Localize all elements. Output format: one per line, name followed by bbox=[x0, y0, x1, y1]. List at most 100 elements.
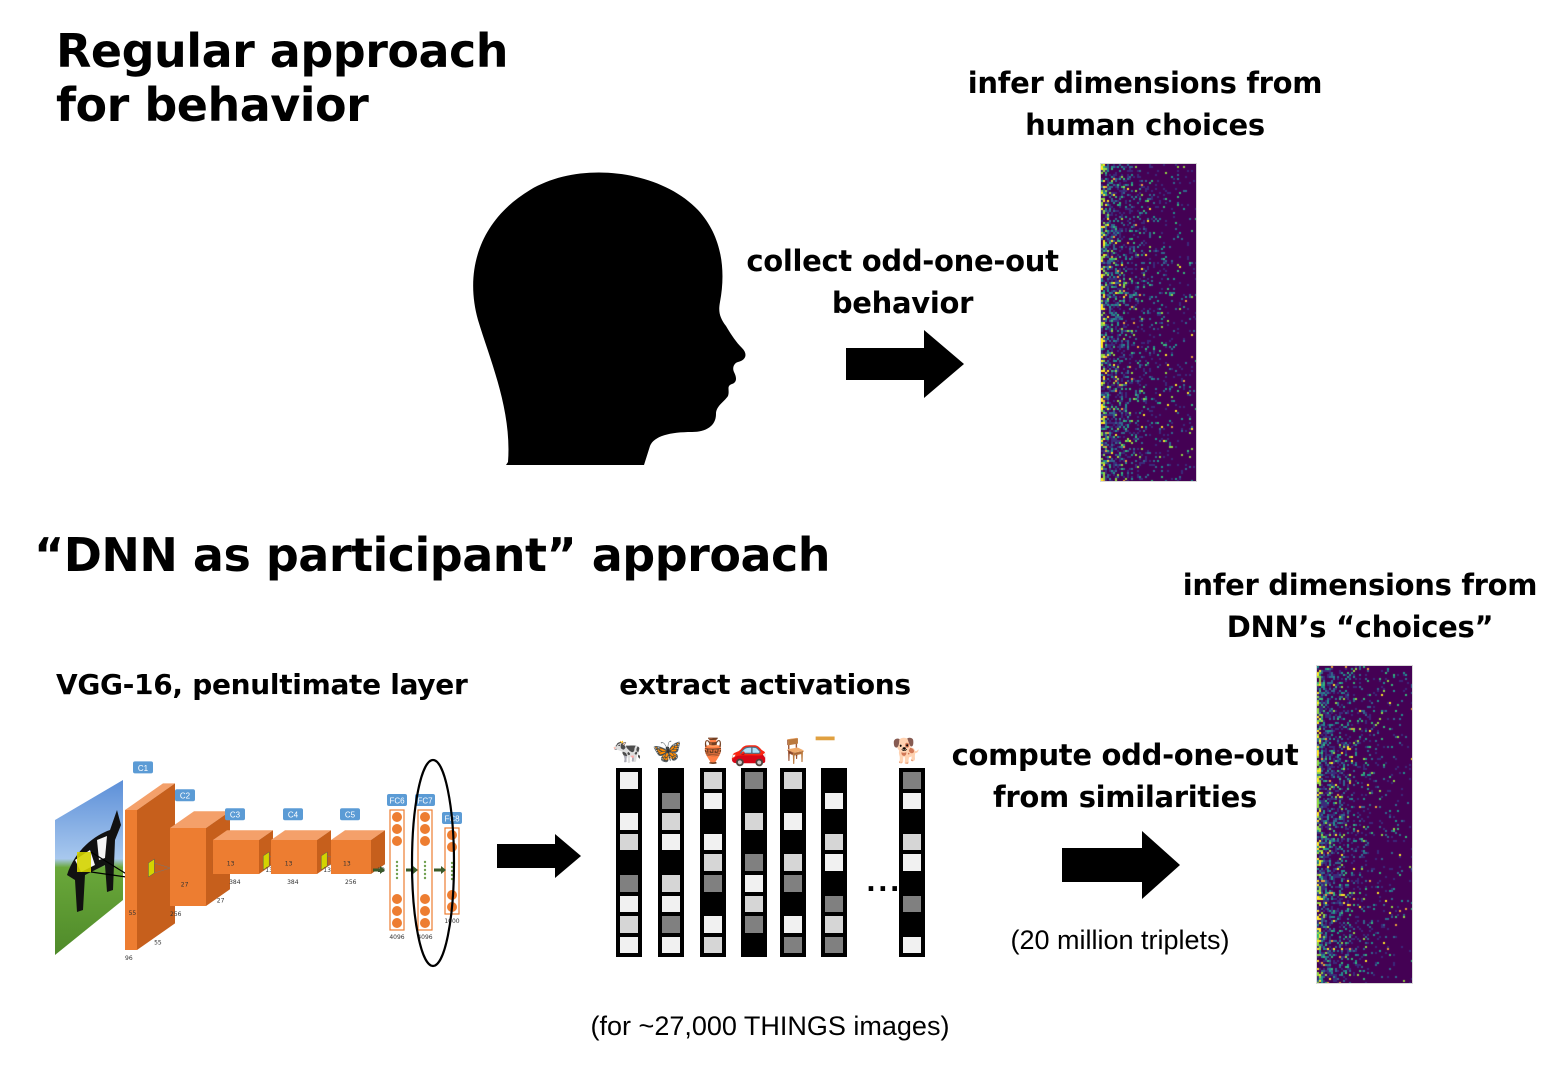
collect-label-line2: behavior bbox=[831, 286, 974, 320]
neuron-icon bbox=[420, 906, 430, 916]
activation-cell bbox=[702, 811, 724, 832]
arrow-right-icon bbox=[846, 330, 964, 398]
activation-cell bbox=[660, 873, 682, 894]
layer-badge bbox=[133, 761, 153, 774]
activation-cell bbox=[901, 831, 923, 853]
cow-icon: 🐄 bbox=[612, 737, 642, 765]
table-icon: ▔ bbox=[816, 737, 835, 765]
layer-dim-height: 13 bbox=[227, 861, 235, 868]
activation-columns bbox=[616, 768, 926, 960]
top-section-title: Regular approach for behavior bbox=[56, 24, 509, 132]
layer-badge bbox=[340, 808, 360, 821]
compute-odd-one-out-label: compute odd-one-out from similarities bbox=[945, 734, 1305, 818]
activation-cell bbox=[702, 831, 724, 853]
infer-human-line1: infer dimensions from bbox=[967, 66, 1323, 100]
activation-cell bbox=[782, 770, 804, 791]
neuron-icon bbox=[392, 824, 402, 834]
activation-column-table bbox=[821, 768, 847, 958]
activation-cell bbox=[823, 914, 845, 935]
layer-badge bbox=[387, 794, 407, 806]
activation-cell bbox=[743, 893, 765, 915]
layer-badge-label: FC7 bbox=[417, 797, 433, 806]
activation-column-cow bbox=[616, 768, 642, 958]
layer-dim-height: 13 bbox=[285, 861, 293, 868]
activation-cell bbox=[660, 831, 682, 853]
layer-units: 1000 bbox=[444, 918, 459, 925]
neuron-icon bbox=[420, 918, 430, 928]
activation-cell bbox=[618, 790, 640, 812]
activation-cell bbox=[660, 893, 682, 915]
activation-cell bbox=[901, 893, 923, 915]
neuron-icon bbox=[447, 830, 457, 840]
compute-label-line2: from similarities bbox=[993, 780, 1257, 814]
kernel-icon bbox=[148, 858, 155, 878]
activation-cell bbox=[660, 852, 682, 873]
butterfly-icon: 🦋 bbox=[652, 737, 682, 765]
activation-cell bbox=[901, 934, 923, 956]
activation-cell bbox=[782, 893, 804, 915]
activation-cell bbox=[782, 831, 804, 853]
activation-cell bbox=[702, 852, 724, 873]
activation-cell bbox=[618, 893, 640, 915]
activation-cell bbox=[660, 770, 682, 791]
infer-dnn-label: infer dimensions from DNN’s “choices” bbox=[1180, 564, 1540, 648]
activation-cell bbox=[901, 811, 923, 832]
activation-cell bbox=[823, 811, 845, 832]
human-dimensions-heatmap bbox=[1100, 163, 1197, 482]
activation-column-dog bbox=[899, 768, 925, 958]
bottom-section-title: “DNN as participant” approach bbox=[34, 528, 831, 582]
top-title-line2: for behavior bbox=[56, 78, 369, 132]
activation-cell bbox=[823, 934, 845, 956]
activation-cell bbox=[782, 914, 804, 935]
activation-cell bbox=[823, 770, 845, 791]
infer-dnn-line1: infer dimensions from bbox=[1182, 568, 1538, 602]
extract-activations-label: extract activations bbox=[619, 668, 911, 701]
activation-cell bbox=[618, 770, 640, 791]
layer-dim-depth: 384 bbox=[229, 879, 241, 886]
neuron-icon bbox=[392, 894, 402, 904]
activation-cell bbox=[743, 770, 765, 791]
activation-cell bbox=[702, 934, 724, 956]
neuron-icon bbox=[392, 918, 402, 928]
conv-layer-c5: C51313256 bbox=[331, 808, 385, 886]
activation-cell bbox=[743, 914, 765, 935]
infer-dnn-line2: DNN’s “choices” bbox=[1226, 610, 1494, 644]
layer-badge bbox=[175, 789, 195, 802]
layer-badge-label: C4 bbox=[288, 811, 299, 820]
layer-badge bbox=[283, 808, 303, 821]
layer-units: 4096 bbox=[389, 934, 404, 941]
arrow-right-icon bbox=[1062, 831, 1180, 899]
activation-cell bbox=[782, 852, 804, 873]
images-count-note: (for ~27,000 THINGS images) bbox=[590, 1011, 950, 1041]
flow-arrow-icon bbox=[373, 866, 385, 874]
activation-cell bbox=[618, 852, 640, 873]
layer-dim-depth: 256 bbox=[170, 911, 182, 918]
activation-cell bbox=[782, 811, 804, 832]
layer-dim-height: 13 bbox=[343, 861, 351, 868]
activation-cell bbox=[901, 914, 923, 935]
neuron-icon bbox=[420, 836, 430, 846]
activation-cell bbox=[702, 790, 724, 812]
triplets-note: (20 million triplets) bbox=[1010, 925, 1230, 955]
activation-cell bbox=[702, 893, 724, 915]
activation-cell bbox=[782, 790, 804, 812]
activation-cell bbox=[660, 914, 682, 935]
activation-cell bbox=[782, 934, 804, 956]
vase-icon: 🏺 bbox=[698, 737, 728, 765]
dog-icon: 🐕 bbox=[892, 737, 922, 765]
layer-badge-label: C2 bbox=[180, 792, 191, 801]
activation-cell bbox=[618, 831, 640, 853]
activation-cell bbox=[901, 770, 923, 791]
activation-cell bbox=[618, 914, 640, 935]
neuron-icon bbox=[392, 906, 402, 916]
flow-arrow-icon bbox=[434, 866, 446, 874]
neuron-icon bbox=[392, 836, 402, 846]
activation-cell bbox=[743, 934, 765, 956]
layer-units: 4096 bbox=[417, 934, 432, 941]
layer-dim-depth: 384 bbox=[287, 879, 299, 886]
activation-column-chair bbox=[780, 768, 806, 958]
activation-cell bbox=[823, 831, 845, 853]
activation-cell bbox=[743, 811, 765, 832]
layer-badge-label: C1 bbox=[138, 764, 149, 773]
